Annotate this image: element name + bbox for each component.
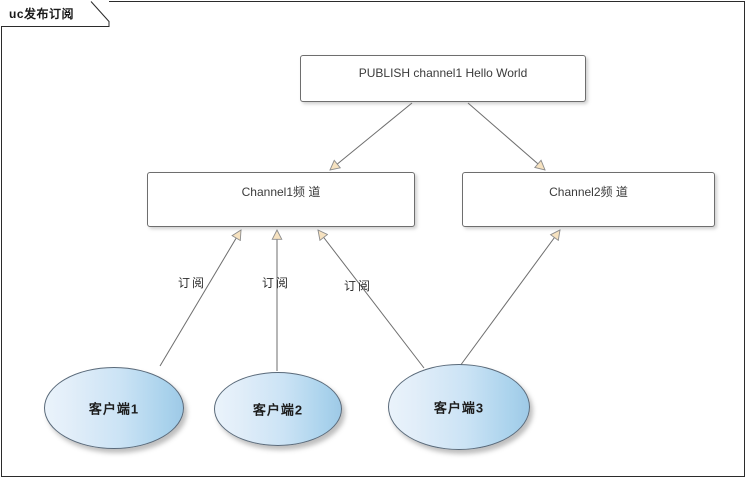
edge-label-subscribe-3: 订阅 bbox=[344, 279, 373, 293]
actor-client1-label: 客户端1 bbox=[88, 401, 140, 417]
use-case-channel2-label: Channel2频 道 bbox=[549, 185, 628, 199]
edge-label-subscribe-1: 订阅 bbox=[178, 276, 207, 290]
actor-client2-label: 客户端2 bbox=[252, 402, 304, 418]
frame-name-tab: uc发布订阅 bbox=[1, 1, 110, 27]
edge-label-subscribe-2: 订阅 bbox=[262, 276, 291, 290]
actor-client3-label: 客户端3 bbox=[433, 400, 485, 416]
use-case-publish-label: PUBLISH channel1 Hello World bbox=[358, 66, 528, 80]
frame-title-label: uc发布订阅 bbox=[9, 7, 75, 21]
use-case-channel2[interactable]: Channel2频 道 bbox=[462, 172, 715, 227]
actor-client2[interactable]: 客户端2 bbox=[214, 372, 342, 446]
use-case-channel1[interactable]: Channel1频 道 bbox=[147, 172, 415, 227]
use-case-publish[interactable]: PUBLISH channel1 Hello World bbox=[300, 55, 586, 102]
use-case-channel1-label: Channel1频 道 bbox=[241, 185, 321, 199]
actor-client3[interactable]: 客户端3 bbox=[388, 364, 530, 450]
actor-client1[interactable]: 客户端1 bbox=[44, 367, 184, 449]
frame-tab-shape bbox=[1, 1, 110, 27]
